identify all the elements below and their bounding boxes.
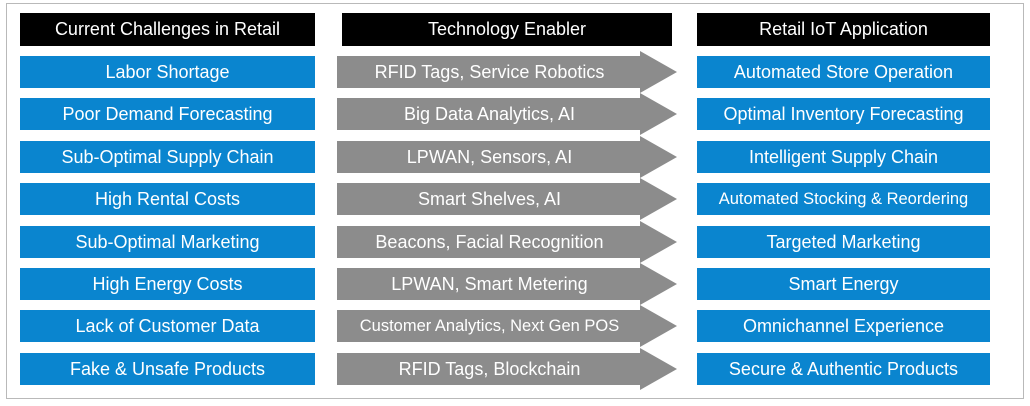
challenge-cell: High Energy Costs — [20, 268, 315, 300]
arrow-shape — [337, 263, 677, 305]
application-cell: Intelligent Supply Chain — [697, 141, 990, 173]
arrow-body — [337, 348, 677, 390]
enabler-label: Beacons, Facial Recognition — [375, 231, 604, 252]
challenge-cell: High Rental Costs — [20, 183, 315, 215]
arrow-shape — [337, 305, 677, 347]
arrow-shape — [337, 93, 677, 135]
arrow-shape — [337, 136, 677, 178]
enabler-arrow: Smart Shelves, AI — [337, 178, 677, 220]
challenge-cell: Sub-Optimal Marketing — [20, 226, 315, 258]
enabler-arrow: RFID Tags, Blockchain — [337, 348, 677, 390]
enabler-label: RFID Tags, Blockchain — [398, 358, 581, 379]
application-cell: Smart Energy — [697, 268, 990, 300]
application-cell: Automated Stocking & Reordering — [697, 183, 990, 215]
arrow-shape — [337, 178, 677, 220]
arrow-body — [337, 305, 677, 347]
enabler-label: Customer Analytics, Next Gen POS — [359, 316, 620, 335]
header-applications: Retail IoT Application — [697, 13, 990, 46]
arrow-shape — [337, 51, 677, 93]
enabler-arrow: LPWAN, Sensors, AI — [337, 136, 677, 178]
enabler-arrow: Customer Analytics, Next Gen POS — [337, 305, 677, 347]
enabler-label: RFID Tags, Service Robotics — [374, 61, 605, 82]
enabler-label: LPWAN, Smart Metering — [391, 273, 588, 294]
arrow-shape — [337, 221, 677, 263]
arrow-body — [337, 136, 677, 178]
enabler-arrow: Beacons, Facial Recognition — [337, 221, 677, 263]
application-cell: Targeted Marketing — [697, 226, 990, 258]
challenge-cell: Labor Shortage — [20, 56, 315, 88]
application-cell: Automated Store Operation — [697, 56, 990, 88]
enabler-arrow: RFID Tags, Service Robotics — [337, 51, 677, 93]
challenge-cell: Lack of Customer Data — [20, 310, 315, 342]
enabler-arrow: LPWAN, Smart Metering — [337, 263, 677, 305]
enabler-label: Big Data Analytics, AI — [403, 103, 576, 124]
enabler-arrow: Big Data Analytics, AI — [337, 93, 677, 135]
arrow-body — [337, 221, 677, 263]
arrow-body — [337, 178, 677, 220]
arrow-body — [337, 93, 677, 135]
application-cell: Secure & Authentic Products — [697, 353, 990, 385]
header-challenges: Current Challenges in Retail — [20, 13, 315, 46]
arrow-body — [337, 263, 677, 305]
application-cell: Optimal Inventory Forecasting — [697, 98, 990, 130]
enabler-label: LPWAN, Sensors, AI — [406, 146, 573, 167]
challenge-cell: Poor Demand Forecasting — [20, 98, 315, 130]
enabler-label: Smart Shelves, AI — [417, 188, 562, 209]
challenge-cell: Sub-Optimal Supply Chain — [20, 141, 315, 173]
challenge-cell: Fake & Unsafe Products — [20, 353, 315, 385]
header-enablers: Technology Enabler — [342, 13, 672, 46]
arrow-body — [337, 51, 677, 93]
arrow-shape — [337, 348, 677, 390]
application-cell: Omnichannel Experience — [697, 310, 990, 342]
